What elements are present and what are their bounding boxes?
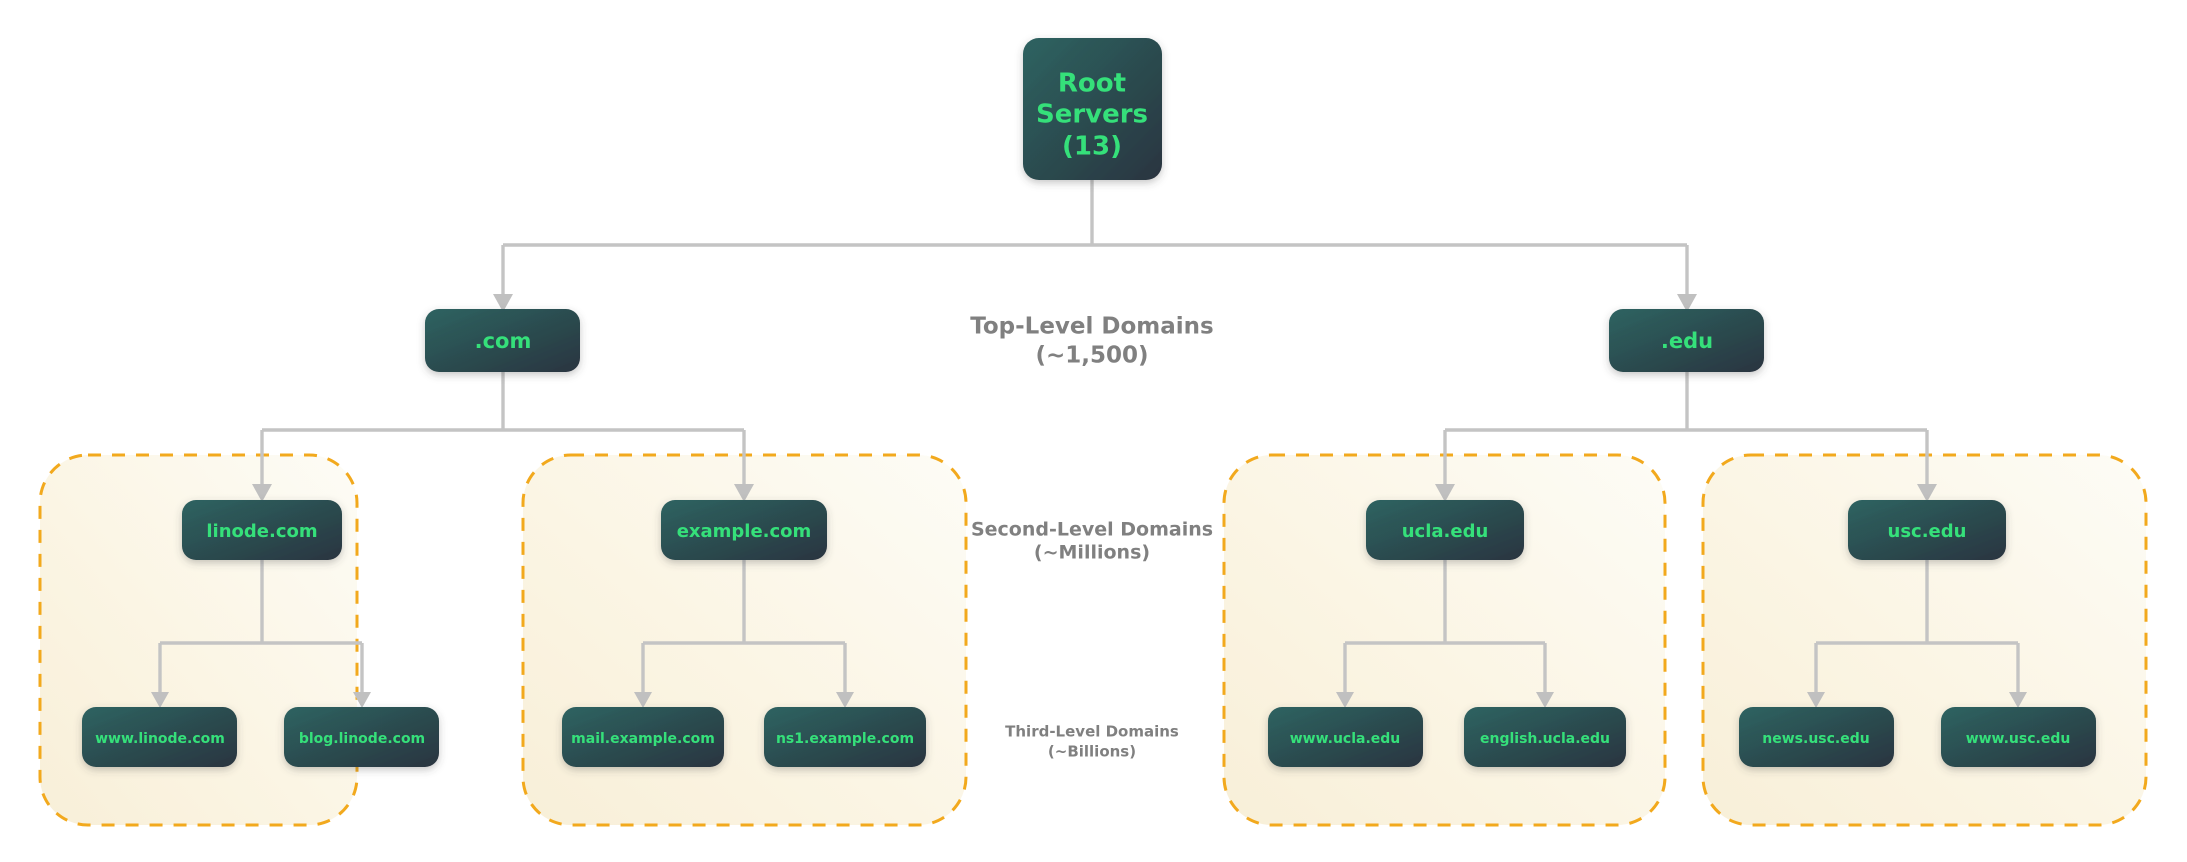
arrow-head-news-usc — [1807, 692, 1825, 708]
node-second-usc-label: usc.edu — [1888, 521, 1967, 542]
node-root-servers-line3: (13) — [1062, 132, 1122, 162]
arrow-head-com — [493, 294, 513, 312]
tier-label-tld: Top-Level Domains (~1,500) — [970, 314, 1214, 369]
arrow-head-www-usc — [2009, 692, 2027, 708]
tier-label-third-line2: (~Billions) — [1048, 743, 1136, 761]
node-second-usc-box — [1848, 500, 2006, 560]
node-tld-com[interactable]: .com — [425, 309, 580, 372]
node-second-linode-box — [182, 500, 342, 560]
node-third-news-usc[interactable]: news.usc.edu — [1739, 707, 1894, 767]
tier-label-third: Third-Level Domains (~Billions) — [1005, 723, 1179, 761]
connector-group — [151, 180, 2027, 708]
arrow-head-www-linode — [151, 692, 169, 708]
node-third-blog-linode[interactable]: blog.linode.com — [284, 707, 439, 767]
arrow-head-example — [734, 484, 754, 502]
node-third-www-ucla[interactable]: www.ucla.edu — [1268, 707, 1423, 767]
node-third-www-usc-label: www.usc.edu — [1966, 731, 2071, 747]
node-third-blog-linode-label: blog.linode.com — [299, 731, 425, 747]
node-third-www-usc[interactable]: www.usc.edu — [1941, 707, 2096, 767]
tier-label-tld-line1: Top-Level Domains — [970, 314, 1214, 340]
node-third-mail-example-label: mail.example.com — [571, 731, 715, 747]
tier-label-tld-line2: (~1,500) — [1035, 343, 1148, 369]
node-third-www-ucla-box — [1268, 707, 1423, 767]
node-third-ns1-example[interactable]: ns1.example.com — [764, 707, 926, 767]
zone-container-group — [38, 453, 2148, 827]
node-tld-edu[interactable]: .edu — [1609, 309, 1764, 372]
arrow-head-mail-example — [634, 692, 652, 708]
node-third-english-ucla[interactable]: english.ucla.edu — [1464, 707, 1626, 767]
node-root-servers[interactable]: Root Servers (13) — [1023, 38, 1162, 180]
node-second-example[interactable]: example.com — [661, 500, 827, 560]
node-second-ucla-box — [1366, 500, 1524, 560]
node-third-www-usc-box — [1941, 707, 2096, 767]
node-third-www-linode-box — [82, 707, 237, 767]
tier-label-third-line1: Third-Level Domains — [1005, 723, 1179, 741]
node-third-www-ucla-label: www.ucla.edu — [1290, 731, 1401, 747]
arrow-head-blog-linode — [353, 692, 371, 708]
node-tld-com-label: .com — [475, 329, 532, 353]
node-third-www-linode[interactable]: www.linode.com — [82, 707, 237, 767]
node-second-ucla-label: ucla.edu — [1402, 521, 1489, 542]
node-third-ns1-example-box — [764, 707, 926, 767]
node-root-servers-box — [1023, 38, 1162, 180]
node-second-example-label: example.com — [677, 521, 812, 542]
node-tld-com-box — [425, 309, 580, 372]
node-second-linode[interactable]: linode.com — [182, 500, 342, 560]
tier-label-second-line2: (~Millions) — [1034, 542, 1150, 564]
node-second-linode-label: linode.com — [206, 521, 317, 542]
arrow-head-english-ucla — [1536, 692, 1554, 708]
node-third-www-linode-label: www.linode.com — [95, 731, 225, 747]
node-third-ns1-example-label: ns1.example.com — [776, 731, 914, 747]
node-third-news-usc-label: news.usc.edu — [1762, 731, 1869, 747]
arrow-head-ns1-example — [836, 692, 854, 708]
arrow-head-edu — [1677, 294, 1697, 312]
arrow-head-www-ucla — [1336, 692, 1354, 708]
node-tld-edu-label: .edu — [1661, 329, 1713, 353]
node-third-english-ucla-box — [1464, 707, 1626, 767]
arrow-head-usc — [1917, 484, 1937, 502]
node-third-mail-example-box — [562, 707, 724, 767]
node-third-blog-linode-box — [284, 707, 439, 767]
node-second-example-box — [661, 500, 827, 560]
node-third-english-ucla-label: english.ucla.edu — [1480, 731, 1610, 747]
node-second-ucla[interactable]: ucla.edu — [1366, 500, 1524, 560]
tier-label-second-line1: Second-Level Domains — [971, 519, 1213, 541]
node-root-servers-line1: Root — [1058, 69, 1126, 99]
arrow-head-linode — [252, 484, 272, 502]
node-root-servers-line2: Servers — [1036, 100, 1148, 130]
node-third-mail-example[interactable]: mail.example.com — [562, 707, 724, 767]
node-tld-edu-box — [1609, 309, 1764, 372]
arrow-head-ucla — [1435, 484, 1455, 502]
node-second-usc[interactable]: usc.edu — [1848, 500, 2006, 560]
node-third-news-usc-box — [1739, 707, 1894, 767]
tier-label-second: Second-Level Domains (~Millions) — [971, 519, 1213, 564]
